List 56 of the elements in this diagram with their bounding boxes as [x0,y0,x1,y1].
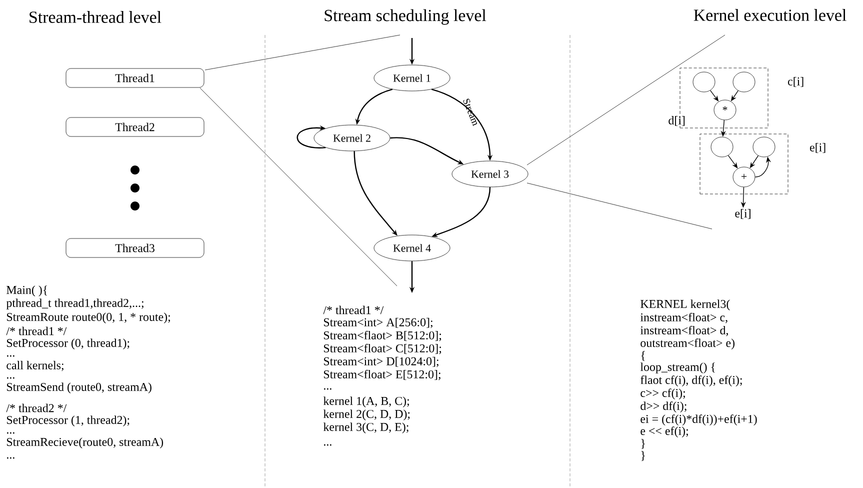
side-label: c[i] [788,77,804,87]
operation-circle [732,72,756,92]
code-line: outstream<float> e) [640,338,734,350]
code-line: ... [7,457,14,459]
code-line: /* thread2 */ [6,404,67,412]
code-line: Stream<float> C[512:0]; [324,344,442,354]
output-label: e[i] [735,209,750,219]
code-line: } [641,439,645,449]
thread-box: Thread3 [66,238,204,258]
code-line: c>> cf(i); [640,388,685,400]
code-line: e << ef(i); [640,426,688,438]
column-heading: Kernel execution level [694,9,846,21]
code-line: StreamRecieve(route0, streamA) [7,438,164,448]
code-line: Stream<float> E[512:0]; [324,370,440,380]
code-line: ... [7,377,14,379]
edge-label: Stream [463,98,478,126]
code-line: kernel 3(C, D, E); [323,422,408,434]
code-line: ei = (cf(i)*df(i))+ef(i+1) [640,414,757,426]
code-line: ... [324,444,332,446]
operation-circle [692,72,716,92]
code-line: KERNEL kernel3( [640,300,730,310]
code-line: Main( ){ [6,286,48,296]
code-line: kernel 2(C, D, D); [323,410,410,420]
code-line: /* thread1 */ [323,306,384,314]
column-heading: Stream-thread level [30,11,162,23]
code-line: instream<float> c, [640,312,728,324]
code-line: Stream<flaot> B[512:0]; [324,330,442,342]
operation-circle [752,136,776,158]
code-line: ... [7,432,14,434]
signal-label: d[i] [668,116,685,126]
code-line: ... [324,388,332,390]
code-line: Stream<int> A[256:0]; [324,318,432,328]
code-line: { [641,351,645,361]
code-line: instream<float> d, [640,326,728,336]
code-line: SetProcessor (1, thread2); [7,416,130,426]
code-line: call kernels; [6,360,64,372]
code-line: Stream<int> D[1024:0]; [324,356,438,368]
side-label: e[i] [810,143,826,153]
code-line: /* thread1 */ [6,326,67,336]
code-line: flaot cf(i), df(i), ef(i); [640,376,742,386]
code-line: d>> df(i); [640,402,686,412]
thread-box: Thread2 [66,117,204,137]
code-line: pthread_t thread1,thread2,...; [6,298,144,310]
operation-circle [710,136,734,158]
arrow [296,125,326,148]
thread-box: Thread1 [66,68,204,88]
arrow [728,155,738,168]
dashed-box [700,134,788,194]
code-line: } [641,451,645,461]
code-line: SetProcessor (0, thread1); [7,338,130,350]
code-line: StreamSend (route0, streamA) [7,382,152,394]
code-line: kernel 1(A, B, C); [323,396,409,408]
code-line: ... [7,355,14,357]
code-line: StreamRoute route0(0, 1, * route); [7,312,170,324]
column-heading: Stream scheduling level [324,9,486,25]
code-line: loop_stream() { [640,362,715,374]
